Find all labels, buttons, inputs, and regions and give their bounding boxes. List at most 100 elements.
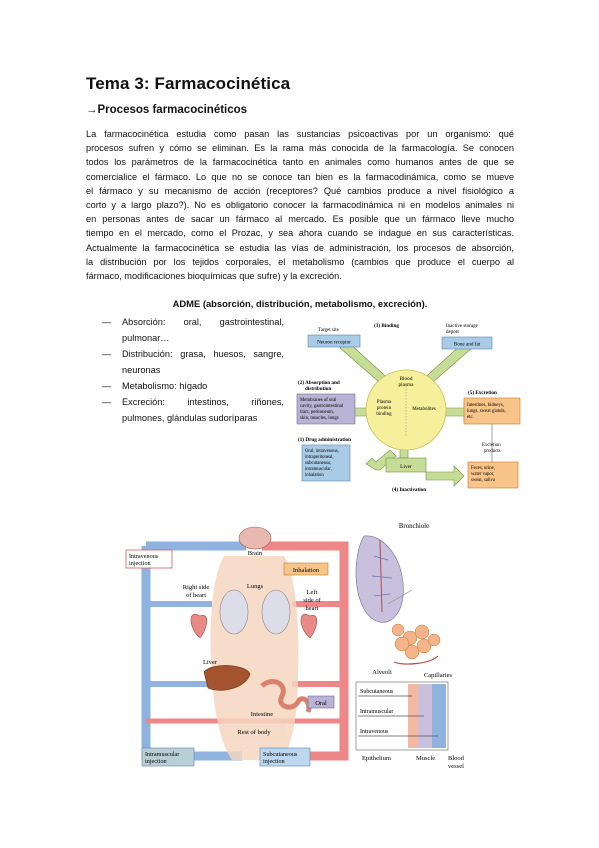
- admin-text: inhalation: [305, 473, 324, 478]
- excretion-box: [463, 397, 521, 425]
- paragraph-line: La farmacocinética estudia como pasan la…: [86, 129, 514, 139]
- admin-text: subcutaneous,: [305, 461, 331, 466]
- admin-text: intraperitoneal,: [305, 455, 334, 460]
- paragraph-line: corto y a largo plazo?). No es obligator…: [86, 200, 514, 211]
- arrow-products: [425, 465, 465, 487]
- liver-box: [385, 457, 427, 473]
- section-heading: →Procesos farmacocinéticos: [86, 104, 248, 116]
- muscle-layer: [418, 684, 432, 748]
- subcutaneous-box: [259, 747, 311, 767]
- plasma-label: plasma: [398, 382, 414, 388]
- administration-box: [301, 444, 351, 482]
- right-heart-label: Right side: [183, 584, 210, 591]
- membranes-text: skin, muscles, lungs: [300, 416, 339, 421]
- paragraph-line: procesos sufren y cómo se eliminan. Es l…: [86, 143, 514, 154]
- blood-label: Blood: [400, 376, 413, 382]
- subcutaneous-label: injection: [263, 758, 285, 765]
- bullet-text: pulmonar…: [122, 333, 170, 343]
- excretion-text: Intestines, kidneys,: [467, 403, 504, 408]
- bullet-dash: —: [102, 317, 112, 327]
- target-site-label: Target site: [318, 328, 340, 333]
- absorption-header: (2) Absorption and: [298, 379, 340, 386]
- paragraph-line: fármaco, modificaciones bioquímicas que …: [86, 271, 342, 282]
- page-title: Tema 3: Farmacocinética: [86, 74, 291, 93]
- bullet-dash: —: [102, 397, 112, 407]
- neuron-receptor-box: [307, 334, 361, 348]
- epithelium-label: Epithelium: [362, 755, 391, 762]
- left-heart-label: heart: [306, 605, 319, 612]
- storage-label: Inactive storage: [446, 324, 479, 329]
- intramuscular-route-label: Intramuscular: [360, 709, 393, 715]
- oral-label: Oral: [315, 700, 327, 707]
- intravenous-box: [125, 549, 173, 569]
- paragraph-line: tiempo en el mercado, como el Prozac, y …: [86, 228, 514, 239]
- bullet-text: Distribución: grasa, huesos, sangre,: [122, 349, 284, 359]
- paragraph-line: la distribución por los tejidos corporal…: [86, 256, 514, 267]
- excretion-text: lungs, sweat glands,: [467, 409, 506, 414]
- brain-icon: [238, 526, 272, 550]
- paragraph-line: comercialice el fármaco. Lo que no se co…: [86, 171, 514, 182]
- membranes-text: tract, peritoneum,: [300, 410, 334, 415]
- lung-left-icon: [219, 589, 249, 635]
- heart-left-icon: [300, 613, 318, 639]
- binding-header: (3) Binding: [374, 322, 399, 329]
- excretion-products-label: Excretion: [482, 443, 501, 448]
- intramuscular-label: Intramuscular: [145, 751, 179, 758]
- products-box: [467, 461, 519, 489]
- liver-icon: [203, 665, 251, 691]
- capillaries-icon: [393, 655, 439, 665]
- paragraph-line: el fármaco y su mecanismo de acción (rec…: [86, 185, 514, 196]
- list-item: — Absorción: oral, gastrointestinal,pulm…: [102, 314, 284, 346]
- alveoli-icon: [391, 623, 441, 660]
- plasma-protein-label: protein: [377, 406, 392, 411]
- arterial-vessel: [262, 541, 349, 761]
- inhalation-label: Inhalation: [293, 567, 320, 574]
- excretion-text: etc.: [467, 415, 474, 420]
- products-text: water vapor,: [471, 472, 494, 477]
- list-item: — Excreción: intestinos, riñones, pulmone…: [102, 394, 284, 426]
- inactivation-label: (4) Inactivation: [392, 486, 426, 493]
- liver-label: Liver: [203, 659, 218, 666]
- left-heart-label: Left: [307, 589, 318, 596]
- storage-label: depots: [446, 330, 459, 335]
- membranes-text: Membranes of oral: [300, 398, 337, 403]
- alveoli-label: Alveoli: [372, 669, 392, 676]
- adme-heading: ADME (absorción, distribución, metabolis…: [172, 298, 428, 309]
- capillaries-label: Capillaries: [424, 672, 453, 679]
- bullet-text: Metabolismo: hígado: [122, 381, 208, 391]
- lungs-label: Lungs: [247, 583, 264, 590]
- intravenous-route-label: Intravenous: [360, 729, 389, 735]
- lung-right-icon: [261, 589, 291, 635]
- brain-label: Brain: [248, 550, 263, 557]
- admin-text: intramuscular,: [305, 467, 332, 472]
- products-text: sweat, saliva: [471, 478, 496, 483]
- list-item: — Distribución: grasa, huesos, sangre,ne…: [102, 346, 284, 378]
- list-item: — Metabolismo: hígado: [102, 378, 284, 394]
- admin-text: Oral, intravenous,: [305, 449, 339, 454]
- bronchiole-label: Bronchiole: [399, 523, 429, 530]
- bullet-dash: —: [102, 381, 112, 391]
- bullet-text: neuronas: [122, 365, 161, 375]
- intestine-label: Intestine: [251, 711, 273, 718]
- intro-paragraph: La farmacocinética estudia como pasan la…: [86, 127, 514, 283]
- heart-right-icon: [190, 613, 208, 639]
- blood-vessel-label: Blood: [448, 755, 465, 762]
- paragraph-line: en personas antes de sacar un fármaco al…: [86, 214, 514, 225]
- green-arrows: [339, 341, 475, 487]
- intramuscular-label: injection: [145, 758, 167, 765]
- bullet-text: pulmones, glándulas sudoríparas: [122, 413, 258, 423]
- membranes-box: [296, 393, 356, 425]
- arrow-admin: [365, 449, 397, 471]
- bone-fat-box: [441, 336, 493, 350]
- adme-bullet-list: — Absorción: oral, gastrointestinal,pulm…: [102, 314, 284, 426]
- bullet-text: Excreción: intestinos, riñones,: [122, 397, 284, 407]
- paragraph-line: Actualmente la farmacocinética se estudi…: [86, 242, 514, 253]
- vessel-layer: [432, 684, 446, 748]
- intestine-icon: [260, 679, 312, 713]
- metabolites-label: Metabolites: [412, 407, 436, 412]
- paragraph-line: todos los parámetros de la farmacocinéti…: [86, 157, 514, 168]
- products-text: Feces, urine,: [471, 466, 495, 471]
- oral-box: [307, 695, 335, 709]
- circulation-diagram: Brain Lungs Right side of heart Left sid…: [125, 523, 465, 770]
- liver-label: Liver: [400, 464, 412, 470]
